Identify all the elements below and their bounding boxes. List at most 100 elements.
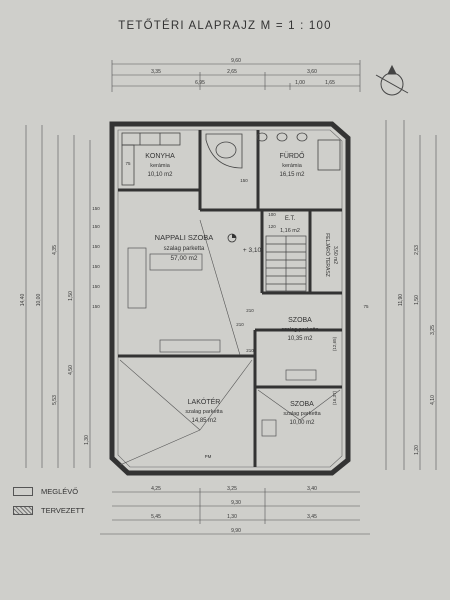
legend-swatch-existing xyxy=(13,487,33,496)
room-name: NAPPALI SZOBA xyxy=(155,233,214,242)
room-floor: szalag parketta xyxy=(281,327,319,333)
svg-text:(16,37): (16,37) xyxy=(332,390,337,405)
room-area: 3,50 m2 xyxy=(332,246,338,264)
outer-walls xyxy=(109,121,351,476)
room-floor: kerámia xyxy=(282,163,303,169)
plan-title: TETŐTÉRI ALAPRAJZ M = 1 : 100 xyxy=(118,20,332,32)
room-area: 10,00 m2 xyxy=(289,420,315,426)
wall-marks: 75 150 150 150 150 150 150 210 210 210 1… xyxy=(92,161,369,459)
kitchen-counter xyxy=(121,132,181,186)
dim-right-1: 11,90 xyxy=(398,294,404,306)
dim-right-5: 4,10 xyxy=(430,395,436,405)
room-lakoter: LAKÓTÉR szalag parketta 14,85 m2 xyxy=(185,397,223,424)
room-area: 16,15 m2 xyxy=(279,172,305,178)
dim-bottom-row3-3: 3,45 xyxy=(307,514,317,520)
dim-bottom-row3-2: 1,30 xyxy=(227,514,237,520)
svg-text:150: 150 xyxy=(92,224,100,229)
dim-right-2: 2,53 xyxy=(414,245,420,255)
room-area: 57,00 m2 xyxy=(170,255,197,262)
svg-text:150: 150 xyxy=(92,244,100,249)
svg-text:210: 210 xyxy=(236,322,244,327)
left-dimension-lines xyxy=(25,125,91,468)
dim-top-row3-3: 1,65 xyxy=(325,80,335,86)
dim-top-row3-2: 1,00 xyxy=(295,80,305,86)
legend-planned: TERVEZETT xyxy=(13,506,85,515)
svg-text:150: 150 xyxy=(92,264,100,269)
dim-top-row2-3: 3,60 xyxy=(307,69,317,75)
svg-text:(12,65): (12,65) xyxy=(332,336,337,351)
room-name: E.T. xyxy=(285,216,296,222)
roof-hip-lines xyxy=(119,219,341,466)
legend-label-planned: TERVEZETT xyxy=(41,506,85,515)
living-furniture xyxy=(127,247,317,437)
svg-text:PM: PM xyxy=(205,454,212,459)
level-value: + 3,10 xyxy=(243,247,262,254)
dim-left-4: 4,50 xyxy=(68,365,74,375)
legend-swatch-planned xyxy=(13,506,33,515)
room-nappali: NAPPALI SZOBA szalag parketta 57,00 m2 xyxy=(155,233,214,262)
room-szoba-1: SZOBA szalag parketta 10,35 m2 xyxy=(281,317,319,342)
room-feljaro: FELJÁRÓ TERASZ 3,50 m2 xyxy=(324,233,338,277)
room-area: 14,85 m2 xyxy=(191,418,217,424)
dim-bottom-row3-1: 5,45 xyxy=(151,514,161,520)
room-et: E.T. 1,16 m2 xyxy=(280,216,300,234)
room-name: LAKÓTÉR xyxy=(188,397,221,406)
room-area: 10,10 m2 xyxy=(147,172,173,178)
dim-bottom-overall: 9,90 xyxy=(231,528,241,534)
svg-text:100: 100 xyxy=(268,212,276,217)
dim-bottom-row1-2: 3,25 xyxy=(227,486,237,492)
room-floor: kerámia xyxy=(150,163,171,169)
dim-left-2: 10,00 xyxy=(36,294,42,307)
svg-text:75: 75 xyxy=(125,161,131,166)
svg-text:210: 210 xyxy=(246,348,254,353)
dim-bottom-row1-1: 4,25 xyxy=(151,486,161,492)
top-dimension-lines xyxy=(111,60,361,92)
dim-right-3: 1,50 xyxy=(414,295,420,305)
room-floor: szalag parketta xyxy=(185,409,223,415)
bathtub xyxy=(205,133,243,169)
room-furdo: FÜRDŐ kerámia 16,15 m2 xyxy=(279,151,305,178)
staircase xyxy=(265,235,307,292)
dim-left-6: 4,35 xyxy=(52,245,58,255)
room-szoba-2: SZOBA szalag parketta 10,00 m2 xyxy=(283,401,321,426)
svg-text:150: 150 xyxy=(92,284,100,289)
dim-left-3: 5,53 xyxy=(52,395,58,405)
legend-existing: MEGLÉVŐ xyxy=(13,487,78,496)
svg-text:150: 150 xyxy=(240,178,248,183)
interior-walls xyxy=(118,130,342,467)
room-area: 10,35 m2 xyxy=(287,336,313,342)
dim-left-7: 1,30 xyxy=(84,435,90,445)
bottom-dimension-lines xyxy=(100,488,370,535)
room-name: SZOBA xyxy=(290,401,314,408)
outer-wall-inner-line xyxy=(117,129,343,468)
room-floor: szalag parketta xyxy=(164,246,205,252)
dim-right-6: 1,20 xyxy=(414,445,420,455)
level-mark: + 3,10 xyxy=(227,233,262,254)
svg-text:75: 75 xyxy=(363,304,369,309)
dim-bottom-row2: 9,30 xyxy=(231,500,241,506)
bathroom-fixtures xyxy=(256,132,341,171)
svg-text:120: 120 xyxy=(268,224,276,229)
dim-right-4: 3,25 xyxy=(430,325,436,335)
dim-top-row2-1: 3,35 xyxy=(151,69,161,75)
room-name: FELJÁRÓ TERASZ xyxy=(324,233,331,277)
dim-left-1: 14,40 xyxy=(20,294,26,307)
room-area: 1,16 m2 xyxy=(280,228,300,234)
north-arrow-icon xyxy=(375,64,409,96)
dim-left-5: 1,50 xyxy=(68,291,74,301)
dim-bottom-row1-3: 3,40 xyxy=(307,486,317,492)
svg-text:150: 150 xyxy=(92,304,100,309)
room-konyha: KONYHA kerámia 10,10 m2 xyxy=(145,153,175,178)
dim-top-row3-1: 6,95 xyxy=(195,80,205,86)
room-name: KONYHA xyxy=(145,153,175,160)
dim-top-overall: 9,60 xyxy=(231,58,241,64)
dim-top-row2-2: 2,65 xyxy=(227,69,237,75)
legend-label-existing: MEGLÉVŐ xyxy=(41,487,79,496)
room-name: FÜRDŐ xyxy=(280,151,305,160)
room-floor: szalag parketta xyxy=(283,411,321,417)
svg-text:210: 210 xyxy=(246,308,254,313)
right-dimension-lines xyxy=(385,120,437,470)
svg-text:150: 150 xyxy=(92,206,100,211)
